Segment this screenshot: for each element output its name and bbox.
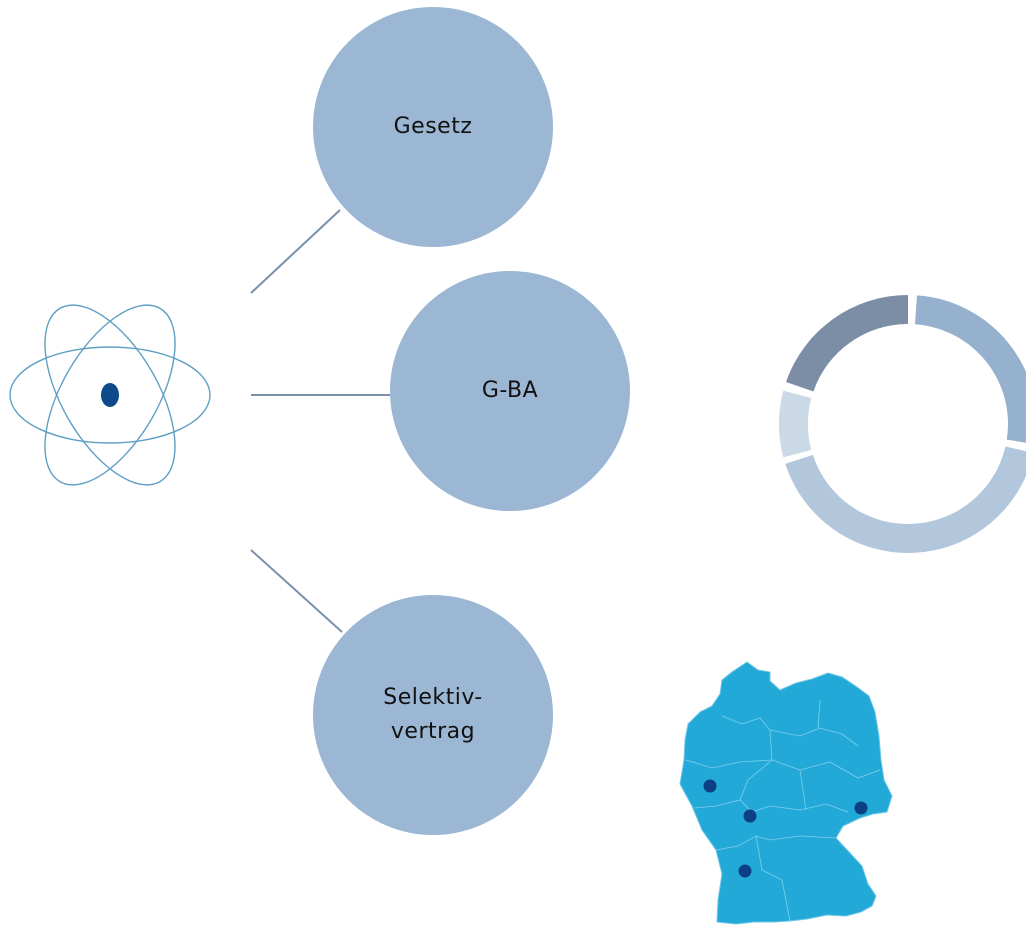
state-borders — [685, 699, 881, 922]
atom-nucleus — [101, 383, 119, 407]
ring-chart-icon — [779, 295, 1026, 553]
atom-icon — [9, 304, 211, 486]
ring-segment — [779, 390, 812, 458]
germany-map-icon — [679, 661, 893, 925]
germany-outline — [679, 661, 893, 925]
map-marker — [743, 809, 757, 823]
connector-selektiv — [250, 549, 343, 633]
ring-segment — [786, 295, 908, 392]
map-marker — [703, 779, 717, 793]
ring-segment — [785, 446, 1026, 553]
node-gesetz: Gesetz — [313, 7, 553, 247]
node-gba: G-BA — [390, 271, 630, 511]
node-label: Selektiv- vertrag — [383, 685, 483, 744]
connector-gesetz — [250, 209, 341, 294]
map-marker — [854, 801, 868, 815]
ring-segment — [914, 295, 1026, 443]
node-label: Gesetz — [393, 114, 473, 139]
node-label: G-BA — [481, 378, 539, 403]
node-selektivvertrag: Selektiv- vertrag — [313, 595, 553, 835]
map-marker — [738, 864, 752, 878]
